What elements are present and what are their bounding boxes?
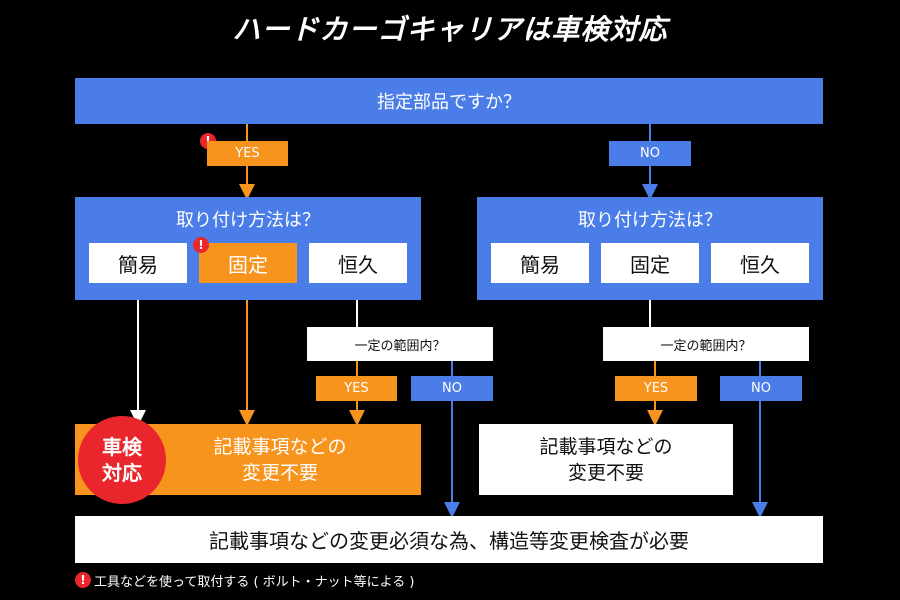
left-range-question: 一定の範囲内？ <box>307 327 493 361</box>
footnote-mark-icon: ! <box>193 237 209 253</box>
footnote-mark-icon: ! <box>75 572 91 588</box>
footnote-text: 工具などを使って取付する ( ボルト・ナット等による ) <box>94 575 415 590</box>
badge-line-1: 車検 <box>102 435 142 459</box>
branch-yes-tag: YES <box>207 141 288 166</box>
right-range-question: 一定の範囲内？ <box>603 327 809 361</box>
right-result-box: 記載事項などの 変更不要 <box>479 424 733 495</box>
right-method-question: 取り付け方法は？ <box>578 210 722 231</box>
branch-no-tag: NO <box>609 141 691 166</box>
left-range-no-tag: NO <box>411 376 493 401</box>
left-option-permanent: 恒久 <box>309 243 407 283</box>
left-method-question: 取り付け方法は？ <box>176 210 320 231</box>
inspection-ok-badge: 車検 対応 <box>78 416 166 504</box>
top-question: 指定部品ですか？ <box>75 78 823 124</box>
right-option-fixed: 固定 <box>601 243 699 283</box>
left-result-text: 記載事項などの 変更不要 <box>213 435 347 484</box>
badge-line-2: 対応 <box>102 461 142 485</box>
right-method-panel: 取り付け方法は？ 簡易 固定 恒久 <box>477 197 823 300</box>
right-range-yes-tag: YES <box>615 376 697 401</box>
left-option-fixed: 固定 <box>199 243 297 283</box>
left-range-yes-tag: YES <box>316 376 397 401</box>
bottom-result-bar: 記載事項などの変更必須な為、構造等変更検査が必要 <box>75 516 823 563</box>
left-option-simple: 簡易 <box>89 243 187 283</box>
left-method-panel: 取り付け方法は？ 簡易 固定 恒久 <box>75 197 421 300</box>
right-option-permanent: 恒久 <box>711 243 809 283</box>
right-range-no-tag: NO <box>720 376 802 401</box>
page-title: ハードカーゴキャリアは車検対応 <box>232 13 668 46</box>
right-option-simple: 簡易 <box>491 243 589 283</box>
